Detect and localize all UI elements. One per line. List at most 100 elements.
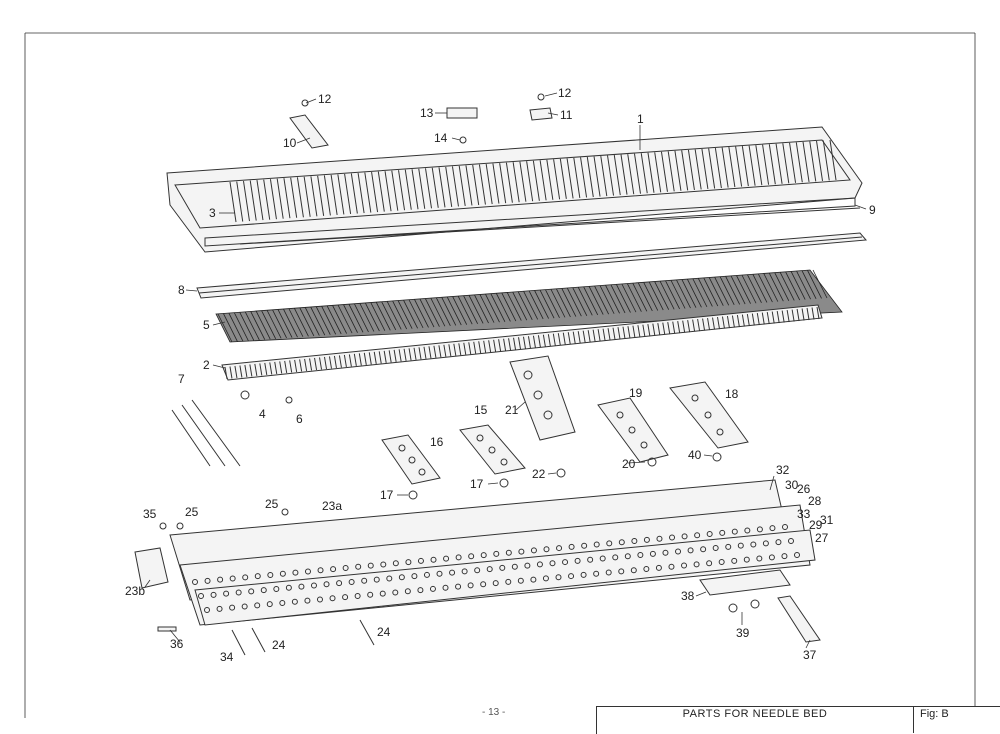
detail-hole <box>555 574 562 581</box>
detail-line <box>264 362 268 376</box>
detail-line <box>368 352 372 365</box>
detail-line <box>451 166 459 207</box>
detail-hole <box>618 568 625 575</box>
detail-line <box>692 278 708 308</box>
callout-22: 22 <box>532 467 546 481</box>
lower-bed-assembly <box>169 479 816 626</box>
detail-hole <box>794 552 800 558</box>
detail-hole <box>192 579 198 585</box>
wire-set-7 <box>171 399 241 467</box>
detail-hole <box>580 571 587 578</box>
detail-hole <box>775 539 782 546</box>
detail-line <box>622 326 626 339</box>
detail-line <box>665 280 680 310</box>
detail-line <box>785 271 801 301</box>
detail-hole <box>606 540 613 547</box>
detail-line <box>532 335 536 348</box>
detail-line <box>627 154 635 195</box>
needle-row <box>215 269 843 343</box>
detail-line <box>438 167 446 208</box>
detail-line <box>419 298 435 328</box>
detail-hole <box>549 560 556 567</box>
fasteners <box>159 93 760 613</box>
detail-line <box>632 325 636 338</box>
detail-line <box>284 360 288 374</box>
detail-line <box>503 338 507 351</box>
detail-line <box>802 141 810 182</box>
page-number: - 13 - <box>482 707 506 718</box>
detail-line <box>816 306 820 320</box>
detail-line <box>547 334 551 347</box>
detail-line <box>694 149 702 190</box>
detail-line <box>667 322 671 335</box>
detail-line <box>289 360 293 373</box>
detail-line <box>556 288 571 318</box>
plate-19 <box>597 397 669 463</box>
callout-16: 16 <box>430 435 444 449</box>
detail-line <box>736 314 740 328</box>
detail-hole <box>442 584 449 591</box>
detail-hole <box>693 561 700 568</box>
detail-line <box>386 301 402 330</box>
detail-hole <box>348 578 355 585</box>
detail-line <box>763 273 779 302</box>
callout-19: 19 <box>629 386 643 400</box>
detail-line <box>539 160 547 201</box>
detail-line <box>552 333 556 346</box>
detail-hole <box>204 577 211 584</box>
detail-line <box>741 275 757 304</box>
detail-hole <box>543 546 550 553</box>
detail-line <box>250 311 266 340</box>
detail-hole <box>254 573 261 580</box>
detail-hole <box>248 588 255 595</box>
detail-line <box>687 279 702 308</box>
detail-line <box>505 162 513 203</box>
detail-hole <box>719 529 726 536</box>
detail-line <box>310 176 318 217</box>
detail-line <box>545 289 560 318</box>
callout-3: 3 <box>209 206 216 220</box>
detail-line <box>593 156 601 197</box>
detail-line <box>425 168 433 209</box>
callout-39: 39 <box>736 626 750 640</box>
detail-line <box>766 311 770 325</box>
detail-line <box>620 154 628 195</box>
callout-35: 35 <box>143 507 157 521</box>
callout-23a: 23a <box>322 499 342 513</box>
detail-line <box>498 339 502 352</box>
detail-line <box>670 280 686 309</box>
detail-line <box>315 306 331 335</box>
detail-hole <box>336 580 343 587</box>
detail-line <box>647 152 655 193</box>
detail-line <box>746 313 750 327</box>
detail-line <box>752 274 768 303</box>
detail-hole <box>694 532 701 539</box>
detail-line <box>513 337 517 350</box>
detail-line <box>687 149 695 190</box>
plate-18 <box>669 381 749 449</box>
detail-hole <box>743 556 750 563</box>
detail-hole <box>355 563 362 570</box>
detail-line <box>485 294 500 323</box>
detail-line <box>534 290 549 319</box>
detail-line <box>775 143 783 184</box>
detail-line <box>573 157 581 199</box>
detail-line <box>441 297 457 326</box>
detail-line <box>490 293 506 322</box>
detail-line <box>330 174 338 215</box>
needle-retainer-rail <box>196 232 868 299</box>
detail-line <box>354 303 369 333</box>
detail-line <box>572 331 576 344</box>
detail-line <box>719 276 735 306</box>
detail-line <box>616 284 631 313</box>
detail-hole <box>744 527 751 534</box>
detail-line <box>304 358 308 372</box>
leader-lines <box>144 92 867 649</box>
detail-line <box>328 356 332 369</box>
detail-hole <box>656 535 663 542</box>
detail-hole <box>768 554 775 561</box>
detail-line <box>779 272 795 301</box>
detail-line <box>539 290 555 319</box>
detail-line <box>403 300 418 329</box>
detail-line <box>234 312 249 341</box>
